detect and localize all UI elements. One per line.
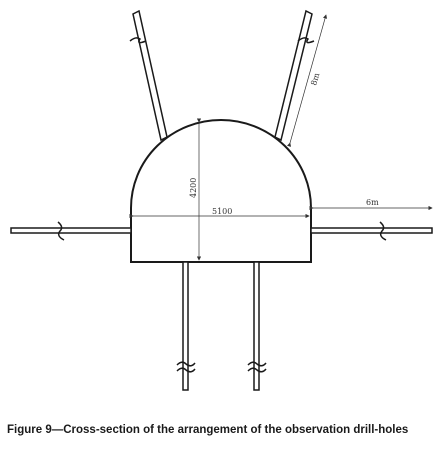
break-symbol <box>379 221 387 241</box>
drillhole-bottom-right <box>247 261 267 391</box>
dimension-6m: 6m <box>309 198 433 211</box>
drillhole-left <box>10 221 132 241</box>
break-symbol <box>176 361 196 367</box>
dimension-label-6m: 6m <box>366 198 379 207</box>
dimension-label-8m: 8m <box>309 71 321 86</box>
figure-caption: Figure 9—Cross-section of the arrangemen… <box>7 424 409 436</box>
dimension-8m: 8m <box>287 14 328 147</box>
break-symbol <box>129 37 147 44</box>
dimension-5100: 5100 <box>129 207 310 219</box>
dimension-4200: 4200 <box>189 118 202 261</box>
cross-section-diagram: 8m 6m 5100 4200 <box>10 9 433 391</box>
drillhole-upper-left <box>129 9 168 142</box>
drillhole-upper-right <box>274 9 315 142</box>
break-symbol <box>247 361 267 367</box>
dimension-label-4200: 4200 <box>189 178 198 198</box>
break-symbol <box>57 221 65 241</box>
dimension-label-5100: 5100 <box>212 207 232 216</box>
tunnel-outline <box>130 119 312 263</box>
drillhole-bottom-left <box>176 261 196 391</box>
drillhole-right <box>310 221 433 241</box>
